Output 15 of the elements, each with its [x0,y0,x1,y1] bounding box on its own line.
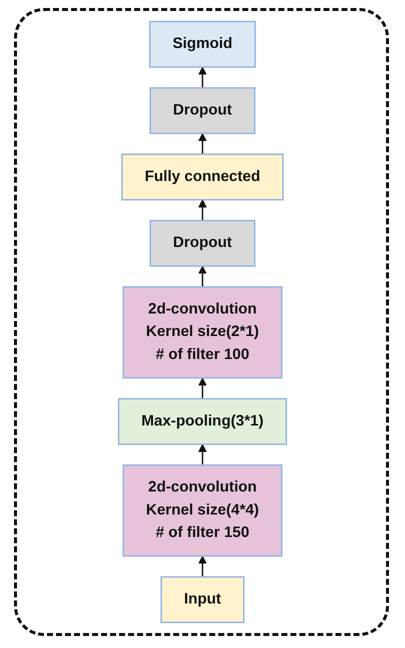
node-box: Dropout [150,220,256,267]
node-box: Dropout [150,87,256,134]
node-box: Fully connected [121,154,284,200]
node-box: 2d-convolution Kernel size(2*1) # of filter 100 [122,286,282,379]
node-box: Max-pooling(3*1) [118,398,288,445]
arrow [198,444,207,466]
node-box: 2d-convolution Kernel size(4*4) # of filter 150 [122,464,282,557]
arrow [198,266,207,287]
arrow [198,133,207,154]
arrow [198,378,207,399]
arrow [198,556,207,577]
arrow [198,66,207,88]
node-box: Input [160,576,244,624]
arrow [198,199,207,221]
node-box: Sigmoid [149,20,256,68]
